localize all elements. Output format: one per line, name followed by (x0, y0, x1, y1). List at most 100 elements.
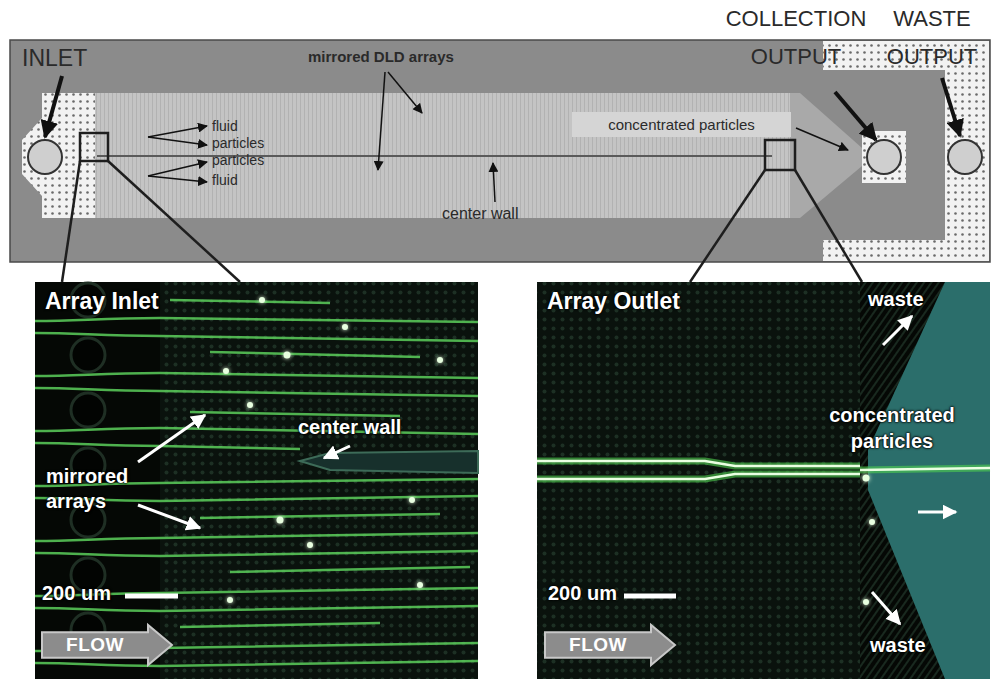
outlet-label: waste (870, 634, 926, 657)
stream-label: fluid (212, 172, 238, 188)
wall-label: center wall (298, 416, 401, 439)
flow-arrow: FLOW (42, 625, 172, 665)
outlet-micrograph (537, 461, 990, 479)
inlet-micrograph (35, 533, 478, 541)
inlet-micrograph (35, 318, 478, 322)
inlet-micrograph (35, 388, 478, 396)
inlet-micrograph (35, 300, 478, 666)
inlet-micrograph (35, 661, 478, 666)
inlet-micrograph (227, 597, 233, 603)
chip-layout (867, 140, 901, 174)
zoom-indicator (690, 170, 765, 282)
zoom-indicator (795, 170, 862, 282)
inlet-micrograph (35, 333, 478, 341)
inlet-micrograph (35, 428, 478, 434)
port-label: INLET (22, 45, 87, 72)
flow-text: FLOW (569, 634, 627, 656)
outlet-micrograph (537, 461, 990, 479)
outlet-micrograph (624, 594, 676, 599)
leader-arrow (148, 162, 207, 176)
outlet-micrograph (863, 475, 870, 482)
panel-title: Array Inlet (45, 288, 159, 315)
flow-arrow-shape (545, 625, 675, 665)
inlet-micrograph (125, 594, 178, 599)
inlet-micrograph (230, 567, 470, 572)
leader-arrow (942, 78, 960, 136)
leader-arrow (796, 128, 848, 150)
outlet-label: concentrated particles (829, 402, 955, 454)
outlet-micrograph (868, 282, 990, 679)
scale-label: 200 um (548, 582, 617, 605)
inlet-micrograph (170, 300, 330, 303)
leader-arrow (148, 176, 207, 182)
chip-layout (10, 40, 990, 262)
leader-arrow (45, 72, 960, 202)
zoom-indicator (62, 133, 862, 282)
inlet-micrograph (71, 393, 105, 427)
inlet-micrograph (409, 497, 415, 503)
outlet-micrograph (872, 316, 956, 624)
outlet-micrograph (537, 461, 860, 466)
inlet-micrograph (223, 297, 443, 603)
outlet-micrograph (863, 599, 869, 605)
chip-layout (95, 93, 790, 218)
inlet-micrograph (180, 623, 380, 627)
inlet-micrograph (247, 402, 253, 408)
outlet-micrograph (537, 474, 860, 479)
stream-label: particles (212, 152, 264, 168)
outlet-micrograph (872, 592, 900, 624)
array-label: mirrored arrays (46, 464, 128, 514)
inlet-micrograph (200, 514, 440, 518)
inlet-micrograph (417, 582, 423, 588)
array-label: mirrored DLD arrays (308, 48, 454, 65)
micrograph-panel: Array OutletFLOW (537, 282, 990, 679)
inlet-micrograph (35, 282, 478, 679)
inlet-micrograph (71, 338, 105, 372)
outlet-micrograph (869, 519, 875, 525)
callout-text: concentrated particles (608, 116, 755, 134)
outlet-micrograph (537, 282, 990, 679)
inlet-micrograph (35, 606, 478, 611)
stream-label: fluid (212, 118, 238, 134)
inlet-micrograph (35, 551, 478, 556)
chip-layout (10, 40, 990, 262)
chip-layout (862, 131, 906, 183)
inlet-micrograph (223, 368, 229, 374)
leader-arrow (148, 137, 207, 145)
port-label: COLLECTION OUTPUT (726, 0, 867, 76)
outlet-label: waste (868, 288, 924, 311)
outlet-micrograph (918, 511, 956, 514)
zoom-indicator (765, 140, 795, 170)
inlet-micrograph (307, 542, 313, 548)
leader-arrow (378, 72, 385, 170)
flow-arrow: FLOW (545, 625, 675, 665)
chip-layout (97, 155, 772, 157)
outlet-micrograph (537, 282, 990, 679)
inlet-micrograph (35, 373, 478, 378)
inlet-micrograph (35, 282, 478, 679)
chip-layout (28, 140, 62, 174)
outlet-micrograph (860, 468, 990, 470)
outlet-micrograph (883, 316, 912, 345)
flow-text: FLOW (66, 634, 124, 656)
leader-arrow (835, 92, 876, 140)
chip-layout (22, 93, 95, 218)
flow-arrow-shape (42, 625, 172, 665)
chip-layout (948, 140, 982, 174)
inlet-micrograph (284, 352, 291, 359)
leader-arrow (148, 126, 207, 137)
inlet-micrograph (259, 297, 265, 303)
inlet-micrograph (437, 357, 443, 363)
zoom-indicator (80, 133, 108, 161)
inlet-micrograph (300, 451, 478, 473)
inlet-micrograph (190, 412, 400, 416)
inlet-micrograph (210, 352, 420, 357)
outlet-micrograph (863, 475, 876, 606)
inlet-micrograph (324, 446, 350, 458)
port-label: WASTE OUTPUT (887, 0, 977, 76)
zoom-indicator (108, 161, 240, 282)
inlet-micrograph (277, 517, 284, 524)
panel-title: Array Outlet (547, 288, 680, 315)
